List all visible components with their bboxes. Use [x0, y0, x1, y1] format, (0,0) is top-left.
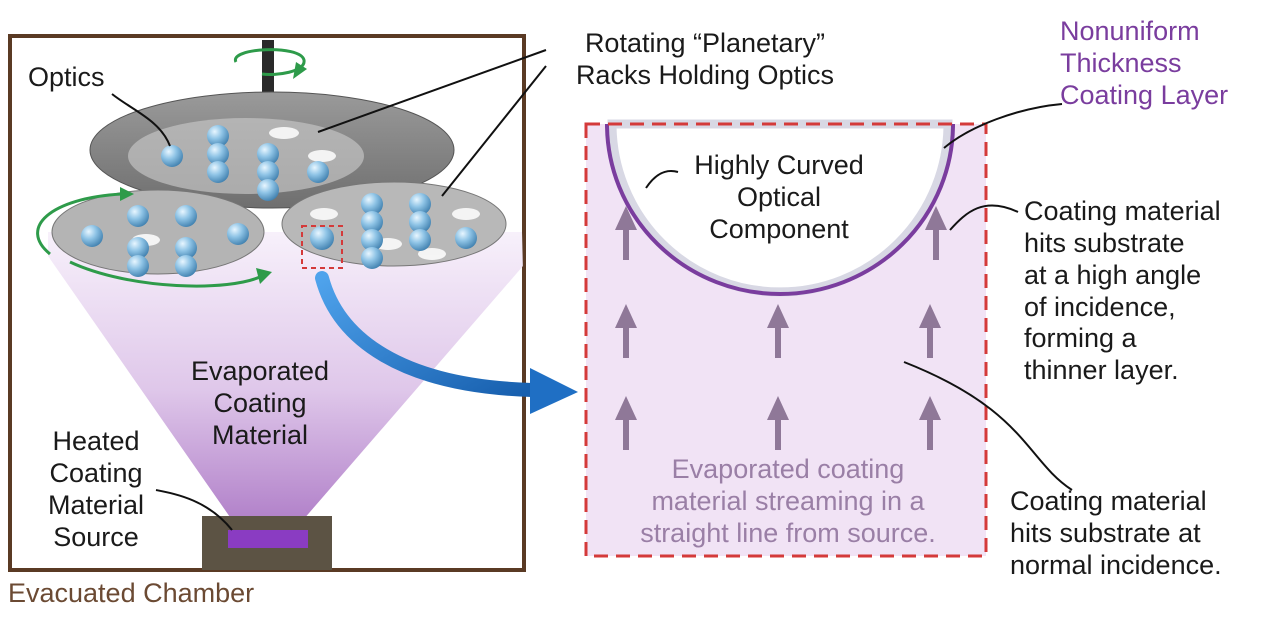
- rack-rotation-arrow-bottom: [69, 260, 263, 288]
- leader-normal: [903, 361, 1073, 491]
- vapor-stream-arrows: [615, 206, 947, 450]
- rack-rotation-arrowhead-bottom: [256, 268, 272, 284]
- zoom-panel-border: [584, 122, 988, 558]
- rack-holes: [132, 127, 480, 260]
- zoom-source-box: [301, 225, 343, 269]
- label-heated-source: Heated Coating Material Source: [47, 426, 145, 552]
- label-streaming: Evaporated coating material streaming in…: [640, 454, 936, 548]
- coating-layer-curve: [605, 123, 955, 296]
- zoom-arrowhead: [530, 368, 578, 414]
- label-curved-optic: Highly Curved Optical Component: [694, 150, 864, 244]
- shaft-rotation-arrow: [234, 48, 306, 76]
- leader-high-angle: [949, 204, 1019, 231]
- label-optics: Optics: [28, 62, 105, 92]
- leader-nonuniform: [943, 103, 1063, 149]
- rotation-shaft: [262, 40, 274, 96]
- shaft-rotation-arrowhead: [293, 62, 307, 79]
- label-evacuated-chamber: Evacuated Chamber: [8, 578, 255, 608]
- leader-source: [155, 489, 233, 531]
- curved-optic-shell: [607, 119, 953, 297]
- planetary-inner-rack: [128, 118, 364, 194]
- optics-lenses: [81, 125, 477, 277]
- label-high-angle: Coating material hits substrate at a hig…: [1024, 196, 1221, 386]
- rack-rotation-arrowhead-top: [120, 187, 134, 201]
- label-nonuniform-coating: Nonuniform Thickness Coating Layer: [1060, 16, 1229, 110]
- label-rotating-racks: Rotating “Planetary” Racks Holding Optic…: [575, 28, 835, 90]
- leader-optics: [111, 93, 171, 147]
- label-evaporated-material: Evaporated Coating Material: [190, 356, 330, 450]
- label-normal-incidence: Coating material hits substrate at norma…: [1010, 486, 1222, 580]
- leader-racks-1: [317, 49, 547, 133]
- zoom-arrow: [315, 271, 539, 397]
- vapor-cone: [48, 232, 523, 520]
- rack-rotation-arrow-top: [36, 192, 123, 256]
- leader-racks-2: [441, 65, 547, 197]
- planetary-rack-right: [281, 181, 507, 267]
- leader-curved: [645, 170, 679, 189]
- heated-source-material: [228, 530, 308, 548]
- planetary-rack-left: [51, 189, 265, 275]
